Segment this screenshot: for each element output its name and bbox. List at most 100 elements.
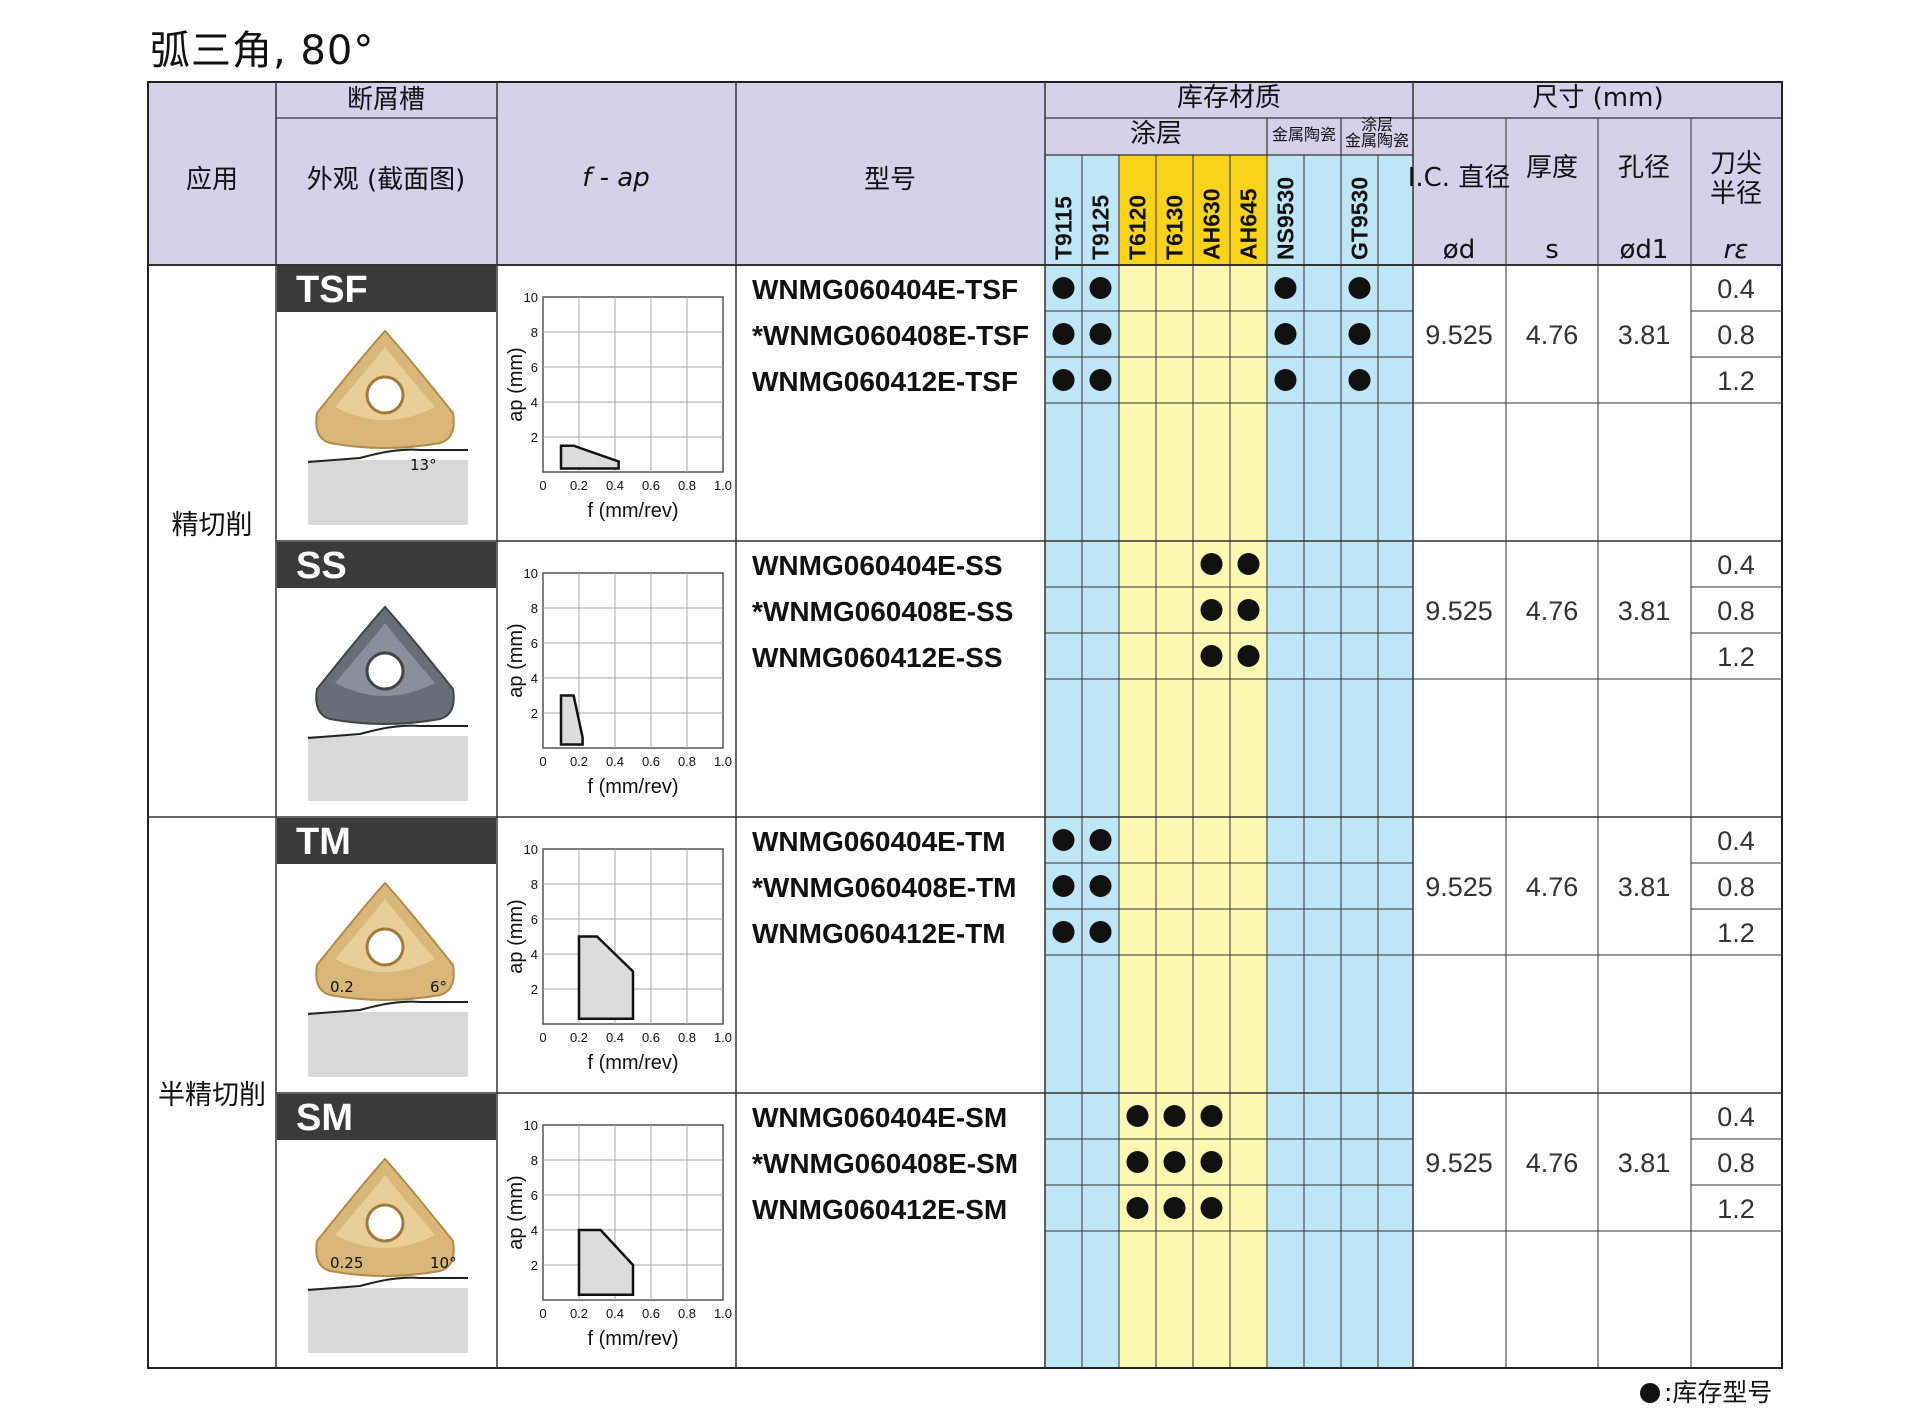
header-thickness: 厚度 — [1526, 153, 1578, 183]
stock-dot-icon — [1200, 1105, 1223, 1127]
fap-chart-area — [577, 935, 635, 1020]
header-hole-symbol: ød1 — [1620, 235, 1669, 265]
stock-dot-icon — [1052, 369, 1075, 391]
fap-chart-ytick: 10 — [524, 290, 538, 305]
stock-dot-icon — [1089, 921, 1112, 943]
fap-chart-area — [577, 1228, 635, 1296]
grade-label-gt9530: GT9530 — [1347, 177, 1373, 260]
header-ic-symbol: ød — [1443, 235, 1475, 265]
grade-head-bg — [1082, 155, 1119, 265]
fap-chart-xtick: 1.0 — [714, 1306, 732, 1321]
profile-label: 13° — [410, 456, 437, 474]
fap-chart-ytick: 6 — [531, 1188, 538, 1203]
grade-head-bg — [1378, 155, 1413, 265]
fap-chart-xtick: 0.6 — [642, 754, 660, 769]
fap-chart-xlabel: f (mm/rev) — [587, 500, 678, 522]
corner-radius-value: 0.4 — [1717, 826, 1755, 856]
stock-dot-icon — [1237, 553, 1260, 575]
model-code: *WNMG060408E-SS — [752, 596, 1013, 627]
profile-section — [308, 460, 468, 525]
page-title: 弧三角, 80° — [150, 28, 375, 74]
fap-chart-ytick: 10 — [524, 1118, 538, 1133]
fap-chart-ytick: 4 — [531, 671, 538, 686]
header-coated-cermet-2: 金属陶瓷 — [1345, 131, 1409, 150]
header-cermet: 金属陶瓷 — [1272, 125, 1336, 144]
fap-chart-ytick: 8 — [531, 325, 538, 340]
corner-radius-value: 1.2 — [1717, 642, 1755, 672]
profile-section — [308, 1012, 468, 1077]
grade-head-bg — [1230, 155, 1267, 265]
insert-hole — [365, 927, 405, 967]
fap-chart-ylabel: ap (mm) — [505, 1175, 527, 1249]
model-code: WNMG060404E-SM — [752, 1102, 1007, 1133]
chipbreaker-badge: TSF — [296, 269, 368, 311]
header-model: 型号 — [864, 165, 916, 195]
corner-radius-value: 0.8 — [1717, 1148, 1755, 1178]
fap-chart-xtick: 0.6 — [642, 1030, 660, 1045]
fap-chart-xtick: 0.4 — [606, 754, 624, 769]
fap-chart-xtick: 0 — [539, 1030, 546, 1045]
profile-section — [308, 736, 468, 801]
ic-value: 9.525 — [1425, 872, 1493, 902]
fap-chart-xlabel: f (mm/rev) — [587, 1328, 678, 1350]
fap-chart-xtick: 0.2 — [570, 1030, 588, 1045]
stock-dot-icon — [1089, 829, 1112, 851]
stock-dot-icon — [1126, 1197, 1149, 1219]
grade-label-t9125: T9125 — [1088, 195, 1114, 260]
hole-value: 3.81 — [1618, 872, 1671, 902]
model-code: *WNMG060408E-TSF — [752, 320, 1029, 351]
header-thickness-symbol: s — [1545, 235, 1559, 265]
stock-dot-icon — [1348, 277, 1371, 299]
hole-value: 3.81 — [1618, 596, 1671, 626]
header-ic: I.C. 直径 — [1408, 163, 1511, 193]
fap-chart-ytick: 8 — [531, 1153, 538, 1168]
fap-chart-xtick: 0.8 — [678, 1306, 696, 1321]
fap-chart-xlabel: f (mm/rev) — [587, 1052, 678, 1074]
model-code: WNMG060412E-SM — [752, 1194, 1007, 1225]
header-radius-1: 刀尖 — [1710, 149, 1762, 179]
fap-chart-ytick: 4 — [531, 1223, 538, 1238]
grade-label-ah645: AH645 — [1236, 188, 1262, 260]
model-code: WNMG060404E-TSF — [752, 274, 1018, 305]
ic-value: 9.525 — [1425, 1148, 1493, 1178]
header-coating: 涂层 — [1130, 119, 1182, 149]
header-radius-2: 半径 — [1710, 179, 1762, 209]
chipbreaker-badge-bg — [277, 542, 496, 588]
fap-chart-xtick: 0.4 — [606, 1030, 624, 1045]
stock-dot-icon — [1348, 369, 1371, 391]
grade-label-t6130: T6130 — [1162, 195, 1188, 260]
header-bg — [148, 82, 1782, 265]
stock-dot-icon — [1052, 875, 1075, 897]
stock-dot-icon — [1089, 277, 1112, 299]
hole-value: 3.81 — [1618, 320, 1671, 350]
stock-dot-icon — [1640, 1383, 1660, 1403]
grade-head-bg — [1156, 155, 1193, 265]
model-code: WNMG060412E-SS — [752, 642, 1003, 673]
ic-value: 9.525 — [1425, 320, 1493, 350]
footnote-text: :库存型号 — [1664, 1378, 1773, 1407]
chipbreaker-badge-bg — [277, 1094, 496, 1140]
fap-chart-ytick: 8 — [531, 877, 538, 892]
model-code: WNMG060404E-SS — [752, 550, 1003, 581]
fap-chart-ytick: 6 — [531, 360, 538, 375]
corner-radius-value: 0.8 — [1717, 872, 1755, 902]
stock-dot-icon — [1126, 1151, 1149, 1173]
fap-chart-xtick: 1.0 — [714, 754, 732, 769]
chipbreaker-badge-bg — [277, 818, 496, 864]
header-chipbreaker: 断屑槽 — [347, 85, 425, 115]
hole-value: 3.81 — [1618, 1148, 1671, 1178]
fap-chart-xtick: 0.4 — [606, 1306, 624, 1321]
application-finishing: 精切削 — [172, 510, 253, 541]
fap-chart-xtick: 0.4 — [606, 478, 624, 493]
thickness-value: 4.76 — [1526, 872, 1579, 902]
fap-chart-ytick: 6 — [531, 636, 538, 651]
grade-head-bg — [1341, 155, 1378, 265]
fap-chart-xtick: 0.6 — [642, 1306, 660, 1321]
profile-label-2: 10° — [430, 1254, 457, 1272]
profile-section — [308, 1288, 468, 1353]
fap-chart-xtick: 0.2 — [570, 478, 588, 493]
corner-radius-value: 0.8 — [1717, 596, 1755, 626]
profile-line — [307, 724, 468, 739]
fap-chart-ytick: 2 — [531, 982, 538, 997]
